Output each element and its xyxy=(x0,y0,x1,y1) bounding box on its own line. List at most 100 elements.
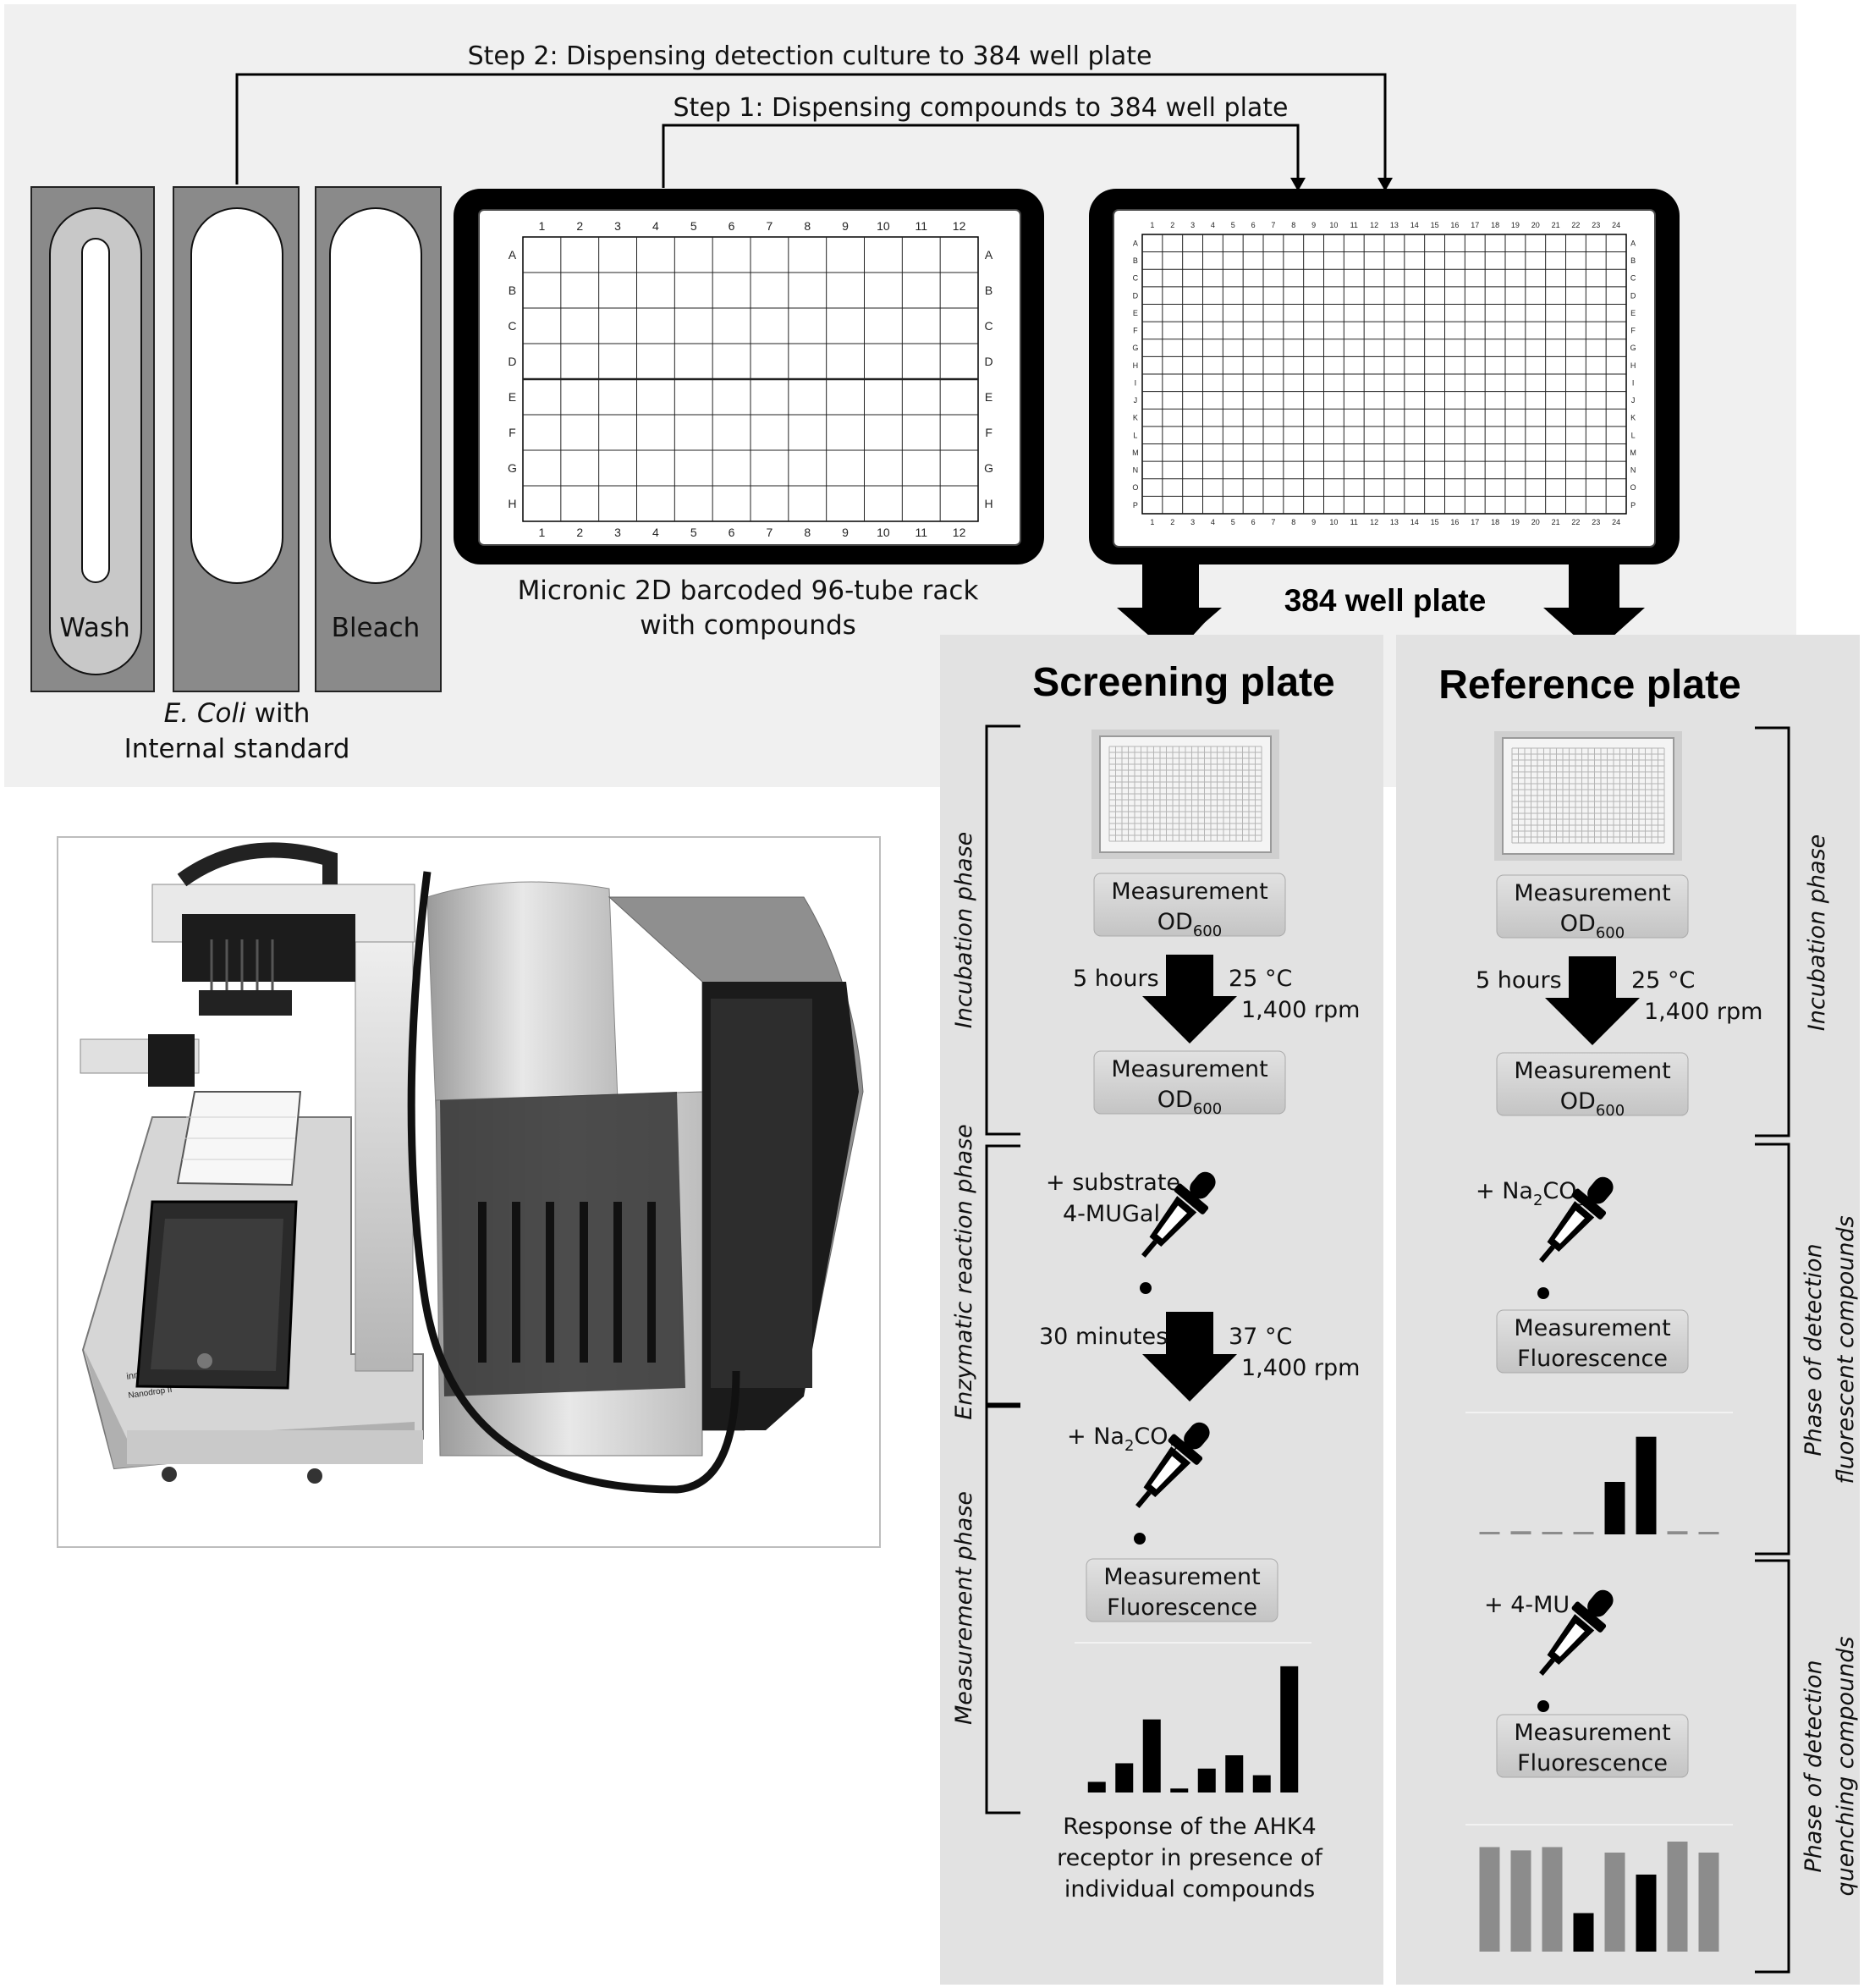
svg-text:Measurement: Measurement xyxy=(1514,1058,1670,1084)
screening-incubation-step: 5 hours 25 °C 1,400 rpm xyxy=(1073,955,1360,1044)
wash-label: Wash xyxy=(59,613,129,643)
row-label-right: G xyxy=(1630,344,1636,352)
reference-fluorescence-chart xyxy=(1465,1412,1733,1534)
row-label-right: L xyxy=(1631,431,1636,439)
col-label-top: 2 xyxy=(1170,221,1174,229)
col-label-bottom: 2 xyxy=(576,526,583,539)
col-label-top: 11 xyxy=(1350,221,1358,229)
col-label-bottom: 22 xyxy=(1571,518,1580,526)
col-label-top: 3 xyxy=(614,219,621,233)
row-label-right: B xyxy=(1630,256,1636,265)
row-label-right: N xyxy=(1630,466,1636,475)
chart-bar xyxy=(1698,1532,1719,1534)
col-label-bottom: 2 xyxy=(1170,518,1174,526)
row-label-left: J xyxy=(1134,396,1138,405)
row-label-left: H xyxy=(508,497,516,510)
arrow-to-reference xyxy=(1543,564,1645,653)
svg-text:OD600: OD600 xyxy=(1157,909,1222,940)
bleach-label: Bleach xyxy=(332,613,421,643)
col-label-bottom: 15 xyxy=(1431,518,1439,526)
svg-text:OD600: OD600 xyxy=(1560,911,1625,942)
chart-bar xyxy=(1542,1847,1563,1952)
row-label-left: G xyxy=(508,461,517,475)
col-label-bottom: 11 xyxy=(1350,518,1358,526)
col-label-bottom: 19 xyxy=(1511,518,1520,526)
svg-text:Fluorescence: Fluorescence xyxy=(1517,1750,1668,1776)
col-label-bottom: 9 xyxy=(1311,518,1316,526)
col-label-bottom: 5 xyxy=(690,526,697,539)
col-label-bottom: 23 xyxy=(1592,518,1600,526)
svg-text:Measurement: Measurement xyxy=(1514,880,1670,906)
col-label-bottom: 20 xyxy=(1531,518,1540,526)
row-label-right: G xyxy=(984,461,993,475)
col-label-top: 12 xyxy=(1370,221,1378,229)
screening-measure-fluorescence: Measurement Fluorescence xyxy=(1086,1558,1278,1622)
col-label-top: 16 xyxy=(1450,221,1459,229)
chart-bar xyxy=(1142,1719,1161,1793)
reference-measure-od-1: Measurement OD600 xyxy=(1496,874,1689,942)
chart-bar xyxy=(1479,1532,1500,1534)
svg-text:37 °C: 37 °C xyxy=(1229,1324,1292,1350)
rack-caption-line1: Micronic 2D barcoded 96-tube rack xyxy=(518,575,979,606)
reference-phase-brackets xyxy=(1755,726,1790,1974)
col-label-bottom: 14 xyxy=(1410,518,1419,526)
col-label-top: 7 xyxy=(767,219,773,233)
row-label-right: H xyxy=(1630,361,1636,370)
col-label-top: 18 xyxy=(1491,221,1499,229)
col-label-top: 6 xyxy=(1251,221,1256,229)
row-label-right: K xyxy=(1630,414,1636,422)
row-label-left: D xyxy=(508,355,516,368)
reference-measure-fluorescence-2: Measurement Fluorescence xyxy=(1496,1714,1689,1778)
row-label-left: D xyxy=(1133,291,1139,300)
phase-enzymatic: Enzymatic reaction phase xyxy=(951,1124,977,1420)
col-label-bottom: 12 xyxy=(1370,518,1378,526)
row-label-right: D xyxy=(985,355,993,368)
col-label-top: 7 xyxy=(1271,221,1275,229)
bleach-trough: Bleach xyxy=(315,186,442,692)
row-label-left: C xyxy=(508,319,516,333)
phase-incubation-reference: Incubation phase xyxy=(1804,834,1830,1032)
col-label-top: 5 xyxy=(690,219,697,233)
chart-bar xyxy=(1667,1531,1688,1534)
step2-connector xyxy=(235,73,1387,184)
step2-label: Step 2: Dispensing detection culture to … xyxy=(468,41,1152,71)
response-line2: receptor in presence of xyxy=(1057,1845,1323,1871)
svg-text:+ Na2CO3: + Na2CO3 xyxy=(1067,1424,1178,1455)
row-label-right: I xyxy=(1632,378,1635,387)
col-label-top: 20 xyxy=(1531,221,1540,229)
screening-column xyxy=(940,635,1383,1985)
phase-fluor-line1: Phase of detection xyxy=(1801,1243,1827,1456)
ecoli-label-line2: Internal standard xyxy=(124,734,350,764)
chart-bar xyxy=(1280,1666,1299,1793)
col-label-top: 23 xyxy=(1592,221,1600,229)
row-label-right: O xyxy=(1630,483,1636,492)
row-label-left: P xyxy=(1133,501,1138,509)
row-label-left: N xyxy=(1133,466,1139,475)
row-label-right: M xyxy=(1630,449,1636,457)
screening-plate-thumbnail xyxy=(1091,730,1279,859)
row-label-right: F xyxy=(985,426,992,439)
col-label-top: 5 xyxy=(1231,221,1235,229)
row-label-right: H xyxy=(985,497,993,510)
col-label-bottom: 3 xyxy=(614,526,621,539)
col-label-bottom: 1 xyxy=(539,526,546,539)
svg-text:5 hours: 5 hours xyxy=(1476,967,1562,994)
chart-bar xyxy=(1604,1853,1625,1952)
col-label-bottom: 9 xyxy=(842,526,849,539)
screening-measure-od-2: Measurement OD600 xyxy=(1093,1050,1286,1118)
row-label-left: L xyxy=(1133,431,1137,439)
col-label-top: 6 xyxy=(729,219,735,233)
col-label-top: 9 xyxy=(842,219,849,233)
phase-incubation-screening: Incubation phase xyxy=(951,832,977,1029)
chart-bar xyxy=(1197,1768,1216,1793)
col-label-bottom: 8 xyxy=(804,526,811,539)
col-label-bottom: 8 xyxy=(1291,518,1295,526)
svg-text:30 minutes: 30 minutes xyxy=(1039,1324,1168,1350)
chart-bar xyxy=(1252,1775,1271,1793)
reference-incubation-step: 5 hours 25 °C 1,400 rpm xyxy=(1476,956,1762,1045)
col-label-bottom: 13 xyxy=(1390,518,1399,526)
col-label-top: 22 xyxy=(1571,221,1580,229)
svg-text:25 °C: 25 °C xyxy=(1631,967,1695,994)
col-label-top: 24 xyxy=(1612,221,1620,229)
svg-text:Fluorescence: Fluorescence xyxy=(1107,1594,1257,1621)
